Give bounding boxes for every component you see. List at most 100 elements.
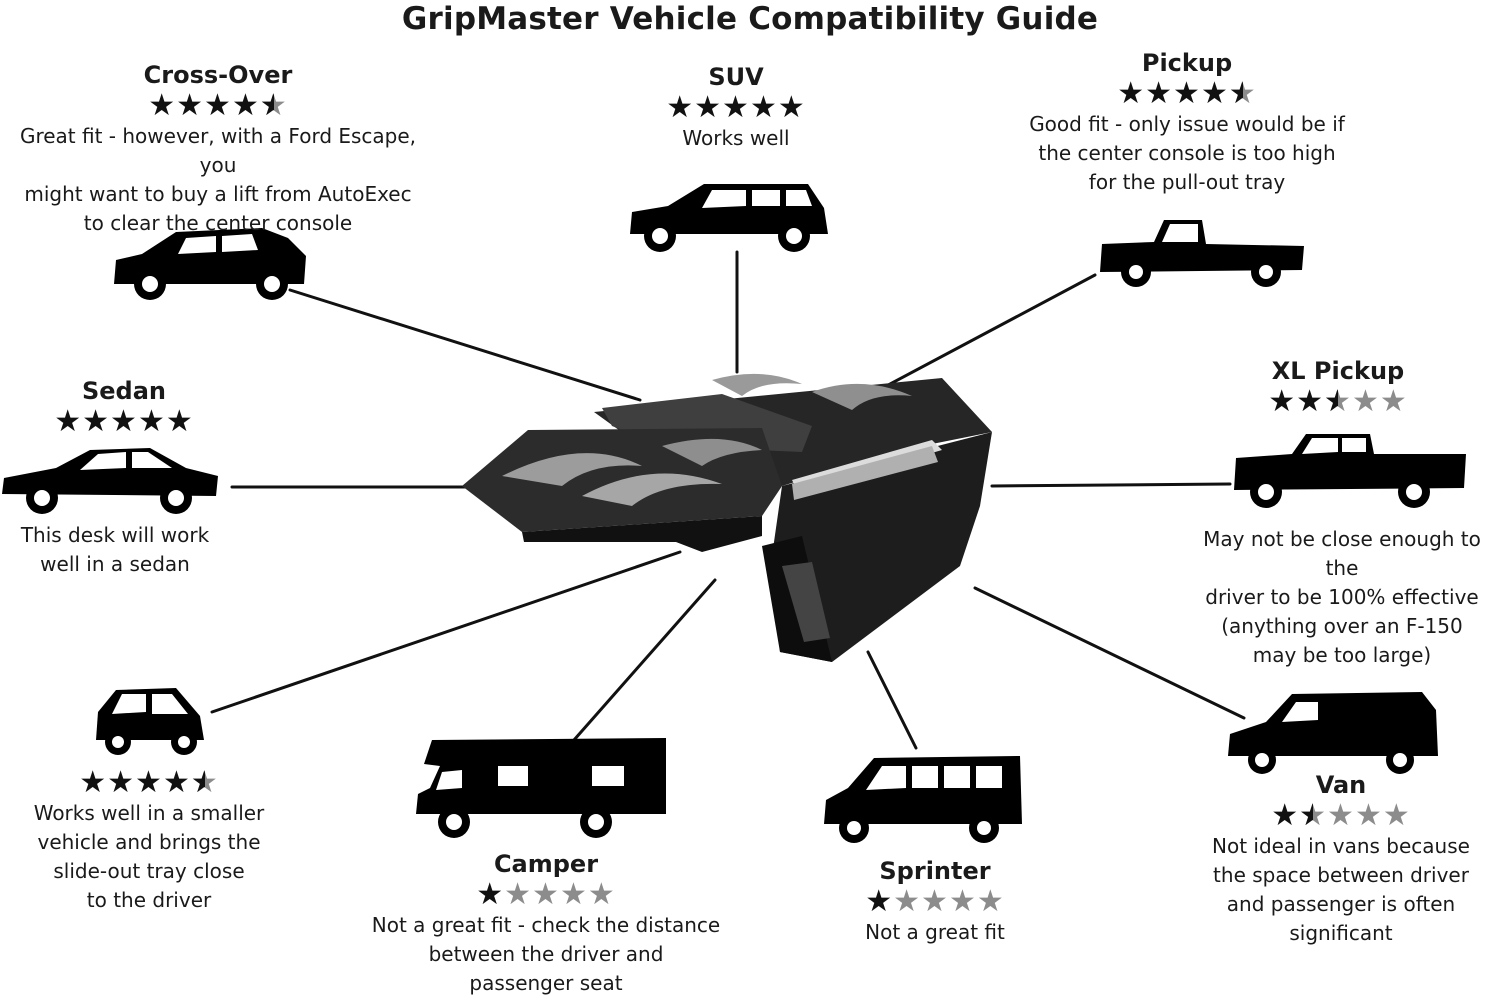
star-empty-icon: ★	[948, 884, 977, 919]
vehicle-block-van: Van ★★★★★ Not ideal in vans because the s…	[1196, 770, 1486, 948]
vehicle-description: Not a great fit	[830, 918, 1040, 947]
star-full-icon: ★	[82, 404, 111, 439]
star-full-icon: ★	[1173, 76, 1201, 111]
description-line: Good fit - only issue would be if	[1029, 112, 1345, 136]
star-full-icon: ★	[1268, 384, 1297, 419]
star-half-icon: ★	[191, 767, 219, 800]
vehicle-description: Works well	[618, 124, 854, 153]
description-line: vehicle and brings the	[37, 830, 261, 854]
vehicle-block-camper: Camper ★★★★★ Not a great fit - check the…	[362, 849, 730, 998]
description-line: Not ideal in vans because	[1212, 834, 1470, 858]
vehicle-block-suv: SUV ★★★★★ Works well	[618, 62, 854, 153]
sedan-car-icon	[2, 448, 218, 514]
vehicle-description: Great fit - however, with a Ford Escape,…	[2, 122, 434, 238]
star-rating: ★★★★★	[1022, 76, 1352, 111]
connector-small	[210, 550, 682, 714]
star-rating: ★★★★★	[362, 879, 730, 911]
connector-sprinter	[866, 650, 918, 750]
star-full-icon: ★	[165, 404, 194, 439]
star-full-icon: ★	[476, 877, 505, 912]
description-line: and passenger is often	[1226, 892, 1456, 916]
description-line: May not be close enough to the	[1203, 527, 1481, 580]
star-full-icon: ★	[1117, 76, 1146, 111]
star-half-icon: ★	[1229, 78, 1257, 111]
guide-title: GripMaster Vehicle Compatibility Guide	[401, 1, 1099, 37]
description-line: Not a great fit	[865, 920, 1005, 944]
description-line: the space between driver	[1213, 863, 1469, 887]
star-empty-icon: ★	[921, 884, 949, 919]
connector-pickup	[858, 273, 1097, 402]
suv-car-icon	[630, 184, 828, 252]
star-rating: ★★★★★	[1196, 798, 1486, 833]
star-empty-icon: ★	[1354, 798, 1383, 833]
camper-rv-icon	[416, 738, 666, 838]
vehicle-block-sprinter: Sprinter ★★★★★ Not a great fit	[830, 856, 1040, 947]
star-empty-icon: ★	[559, 877, 588, 912]
van-icon	[1228, 692, 1438, 774]
star-full-icon: ★	[148, 88, 177, 123]
description-line: the center console is too high	[1038, 141, 1336, 165]
star-rating: ★★★★★	[2, 88, 434, 123]
star-empty-icon: ★	[587, 877, 616, 912]
star-empty-icon: ★	[1382, 798, 1411, 833]
star-full-icon: ★	[749, 90, 778, 125]
star-full-icon: ★	[135, 765, 163, 800]
star-empty-icon: ★	[1379, 384, 1408, 419]
description-line: for the pull-out tray	[1088, 170, 1286, 194]
connector-crossover	[288, 288, 642, 402]
description-line: Works well	[682, 126, 790, 150]
description-line: may be too large)	[1252, 643, 1432, 667]
vehicle-description-sedan-block: This desk will work well in a sedan	[4, 521, 226, 579]
star-full-icon: ★	[110, 404, 138, 439]
vehicle-name: Van	[1315, 771, 1367, 799]
star-half-icon: ★	[260, 90, 288, 123]
star-empty-icon: ★	[504, 877, 533, 912]
vehicle-block-sedan: Sedan ★★★★★	[14, 376, 234, 438]
vehicle-block-xl-pickup: XL Pickup ★★★★★	[1208, 356, 1468, 418]
vehicle-block-crossover: Cross-Over ★★★★★ Great fit - however, wi…	[2, 60, 434, 238]
star-empty-icon: ★	[893, 884, 922, 919]
vehicle-description: Not ideal in vans because the space betwe…	[1196, 832, 1486, 948]
star-full-icon: ★	[694, 90, 723, 125]
star-full-icon: ★	[176, 88, 205, 123]
star-full-icon: ★	[162, 765, 191, 800]
star-full-icon: ★	[666, 90, 695, 125]
vehicle-name: Camper	[493, 850, 599, 878]
connector-xl-pickup	[990, 482, 1232, 488]
star-empty-icon: ★	[1351, 384, 1380, 419]
description-line: significant	[1289, 921, 1393, 945]
description-line: (anything over an F-150	[1221, 614, 1463, 638]
star-rating: ★★★★★	[20, 765, 278, 800]
star-full-icon: ★	[1271, 798, 1300, 833]
description-line: This desk will work	[20, 523, 210, 547]
star-full-icon: ★	[1145, 76, 1174, 111]
star-full-icon: ★	[1296, 384, 1325, 419]
small-car-icon	[96, 688, 204, 755]
star-full-icon: ★	[54, 404, 83, 439]
vehicle-name: Sedan	[81, 377, 167, 405]
connector-van	[973, 586, 1246, 720]
star-full-icon: ★	[79, 765, 108, 800]
star-full-icon: ★	[204, 88, 232, 123]
sprinter-van-icon	[824, 756, 1022, 843]
crossover-car-icon	[114, 228, 306, 300]
star-full-icon: ★	[1200, 76, 1229, 111]
description-line: well in a sedan	[40, 552, 190, 576]
xl-pickup-truck-icon	[1234, 434, 1466, 508]
star-empty-icon: ★	[532, 877, 560, 912]
vehicle-description: This desk will work well in a sedan	[4, 521, 226, 579]
star-full-icon: ★	[107, 765, 136, 800]
vehicle-name: Cross-Over	[143, 61, 293, 89]
star-rating: ★★★★★	[618, 92, 854, 124]
description-line: between the driver and	[428, 942, 664, 966]
star-full-icon: ★	[137, 404, 166, 439]
vehicle-name: Pickup	[1141, 49, 1233, 77]
star-rating: ★★★★★	[1208, 384, 1468, 419]
vehicle-description: Good fit - only issue would be if the cen…	[1022, 110, 1352, 197]
star-rating: ★★★★★	[830, 886, 1040, 918]
